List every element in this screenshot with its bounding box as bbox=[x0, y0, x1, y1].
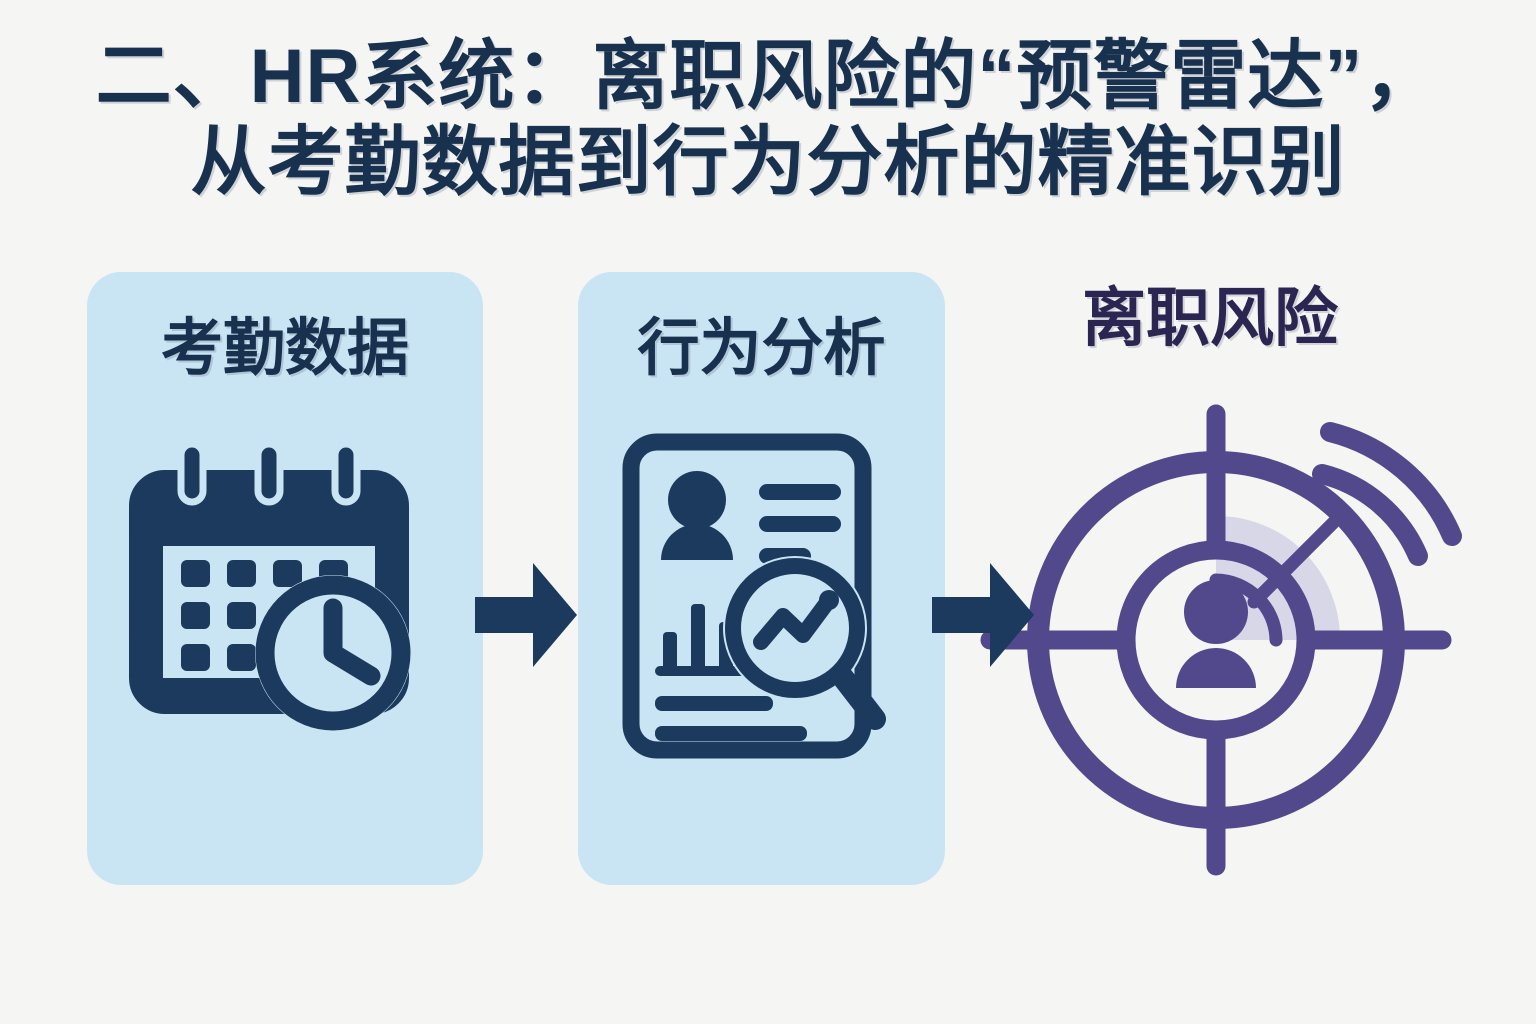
flow-card-behavior-label: 行为分析 bbox=[637, 314, 886, 383]
title-line-1: 二、HR系统：离职风险的“预警雷达”， bbox=[95, 34, 1441, 119]
calendar-clock-icon bbox=[129, 440, 425, 734]
report-analysis-icon bbox=[617, 432, 907, 762]
arrow-right-icon bbox=[930, 561, 1036, 669]
flow-card-behavior[interactable]: 行为分析 bbox=[578, 272, 945, 885]
flow-item-risk[interactable]: 离职风险 bbox=[980, 272, 1480, 885]
flow-card-attendance[interactable]: 考勤数据 bbox=[87, 272, 483, 885]
risk-radar-icon bbox=[980, 390, 1480, 890]
title-line-2: 从考勤数据到行为分析的精准识别 bbox=[190, 120, 1346, 205]
arrow-right-icon bbox=[473, 561, 579, 669]
flow-card-attendance-label: 考勤数据 bbox=[160, 314, 409, 383]
flow-item-risk-label: 离职风险 bbox=[1082, 282, 1338, 354]
page-title: 二、HR系统：离职风险的“预警雷达”， 从考勤数据到行为分析的精准识别 bbox=[0, 34, 1536, 206]
